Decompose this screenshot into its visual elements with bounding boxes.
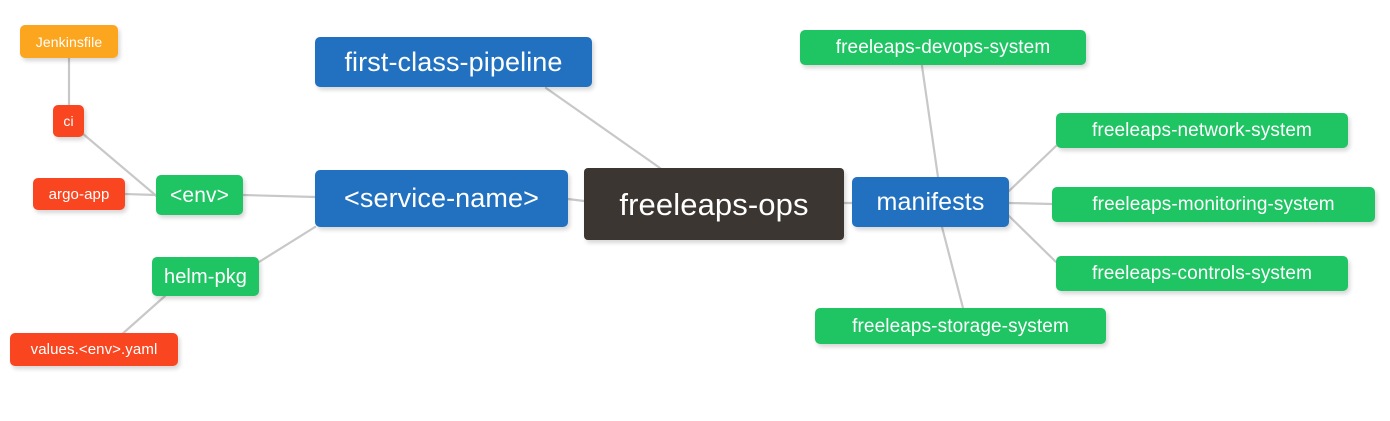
edge-manifests-to-freeleaps-controls-system bbox=[1007, 214, 1058, 264]
edge-first-class-pipeline-to-freeleaps-ops bbox=[544, 86, 662, 170]
node-freeleaps-devops-system[interactable]: freeleaps-devops-system bbox=[800, 30, 1086, 65]
node-label: freeleaps-network-system bbox=[1092, 120, 1312, 141]
node-label: argo-app bbox=[48, 185, 110, 203]
node-ci[interactable]: ci bbox=[53, 105, 84, 137]
node-freeleaps-controls-system[interactable]: freeleaps-controls-system bbox=[1056, 256, 1348, 291]
node-helm-pkg[interactable]: helm-pkg bbox=[152, 257, 259, 296]
node-label: <service-name> bbox=[344, 183, 539, 213]
edge-manifests-to-freeleaps-monitoring-system bbox=[1007, 201, 1054, 206]
node-label: freeleaps-storage-system bbox=[852, 315, 1069, 337]
node-env[interactable]: <env> bbox=[156, 175, 243, 215]
edge-manifests-to-freeleaps-network-system bbox=[1007, 144, 1058, 193]
node-freeleaps-network-system[interactable]: freeleaps-network-system bbox=[1056, 113, 1348, 148]
node-label: first-class-pipeline bbox=[344, 46, 563, 77]
node-argo-app[interactable]: argo-app bbox=[33, 178, 125, 210]
node-label: freeleaps-devops-system bbox=[835, 37, 1051, 58]
edge-helm-pkg-to-values-yaml bbox=[118, 294, 167, 338]
node-label: <env> bbox=[170, 183, 229, 207]
node-manifests[interactable]: manifests bbox=[852, 177, 1009, 227]
edge-argo-app-to-env bbox=[123, 192, 158, 197]
node-label: freeleaps-controls-system bbox=[1091, 263, 1313, 284]
node-label: values.<env>.yaml bbox=[30, 341, 158, 358]
node-values-yaml[interactable]: values.<env>.yaml bbox=[10, 333, 178, 366]
node-label: Jenkinsfile bbox=[35, 33, 103, 50]
node-label: manifests bbox=[876, 187, 985, 216]
edge-env-to-service-name bbox=[241, 193, 317, 199]
node-label: helm-pkg bbox=[163, 265, 248, 288]
node-label: ci bbox=[63, 113, 74, 129]
edge-service-name-to-freeleaps-ops bbox=[566, 197, 586, 203]
edge-manifests-to-freeleaps-devops-system bbox=[920, 64, 940, 179]
node-label: freeleaps-monitoring-system bbox=[1092, 194, 1335, 215]
node-freeleaps-storage-system[interactable]: freeleaps-storage-system bbox=[815, 308, 1106, 344]
node-label: freeleaps-ops bbox=[619, 186, 809, 222]
node-freeleaps-monitoring-system[interactable]: freeleaps-monitoring-system bbox=[1052, 187, 1375, 222]
node-service-name[interactable]: <service-name> bbox=[315, 170, 568, 227]
edge-manifests-to-freeleaps-storage-system bbox=[940, 225, 965, 310]
node-jenkinsfile[interactable]: Jenkinsfile bbox=[20, 25, 118, 58]
node-first-class-pipeline[interactable]: first-class-pipeline bbox=[315, 37, 592, 87]
edge-service-name-to-helm-pkg bbox=[257, 225, 317, 264]
node-freeleaps-ops[interactable]: freeleaps-ops bbox=[584, 168, 844, 240]
